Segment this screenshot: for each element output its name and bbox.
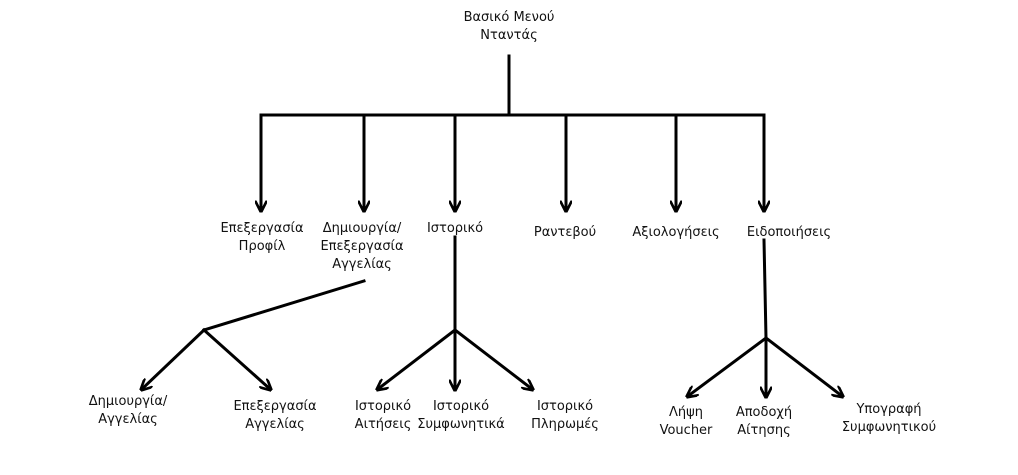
node-notifications-line1: Ειδοποιήσεις bbox=[746, 225, 832, 240]
notifications-branch-line bbox=[762, 238, 768, 340]
node-history-applications: Ιστορικό Αιτήσεις bbox=[355, 398, 412, 434]
arrow-to-ads-edit bbox=[201, 327, 270, 389]
arrow-to-history-applications bbox=[378, 327, 458, 389]
node-reviews-line1: Αξιολογήσεις bbox=[632, 225, 720, 240]
node-notifications: Ειδοποιήσεις bbox=[747, 224, 831, 242]
node-notif-sign: Υπογραφή Συμφωνητικού bbox=[842, 401, 936, 437]
node-profile-line2: Προφίλ bbox=[238, 239, 286, 254]
node-notif-accept: Αποδοχή Αίτησης bbox=[736, 404, 792, 440]
arrow-to-notif-voucher bbox=[688, 335, 769, 396]
node-ads-edit-line2: Αγγελίας bbox=[245, 417, 305, 432]
node-history-contracts-line2: Συμφωνητικά bbox=[417, 417, 505, 432]
node-notif-sign-line1: Υπογραφή bbox=[856, 402, 922, 417]
node-history-payments-line2: Πληρωμές bbox=[531, 417, 599, 432]
node-ads-create: Δημιουργία/ Αγγελίας bbox=[89, 393, 168, 429]
node-history-payments-line1: Ιστορικό bbox=[536, 399, 594, 414]
node-ads-edit-line1: Επεξεργασία bbox=[233, 399, 317, 414]
node-notif-accept-line2: Αίτησης bbox=[737, 423, 791, 438]
node-notif-voucher-line1: Λήψη bbox=[669, 405, 703, 420]
node-history-applications-line2: Αιτήσεις bbox=[354, 417, 412, 432]
node-ads: Δημιουργία/ Επεξεργασία Αγγελίας bbox=[320, 220, 403, 274]
node-history-payments: Ιστορικό Πληρωμές bbox=[531, 398, 599, 434]
node-history-contracts: Ιστορικό Συμφωνητικά bbox=[417, 398, 504, 434]
node-history-contracts-line1: Ιστορικό bbox=[432, 399, 490, 414]
node-ads-create-line1: Δημιουργία/ bbox=[88, 394, 168, 409]
arrow-to-ads-create bbox=[142, 327, 207, 389]
node-history: Ιστορικό bbox=[427, 220, 483, 238]
node-ads-line2: Επεξεργασία bbox=[320, 239, 404, 254]
root-line1: Βασικό Μενού bbox=[463, 10, 555, 25]
arrow-to-history-payments bbox=[452, 327, 532, 389]
node-ads-line1: Δημιουργία/ bbox=[322, 221, 402, 236]
root-node-label: Βασικό Μενού Νταντάς bbox=[464, 9, 555, 45]
ads-branch-line bbox=[202, 279, 366, 332]
node-ads-line3: Αγγελίας bbox=[332, 257, 392, 272]
node-ads-create-line2: Αγγελίας bbox=[98, 412, 158, 427]
node-notif-accept-line1: Αποδοχή bbox=[735, 405, 793, 420]
node-ads-edit: Επεξεργασία Αγγελίας bbox=[233, 398, 316, 434]
node-notif-sign-line2: Συμφωνητικού bbox=[841, 420, 937, 435]
node-reviews: Αξιολογήσεις bbox=[632, 224, 719, 242]
node-profile-line1: Επεξεργασία bbox=[220, 221, 304, 236]
node-history-line1: Ιστορικό bbox=[426, 221, 484, 236]
node-notif-voucher-line2: Voucher bbox=[659, 423, 713, 438]
node-notif-voucher: Λήψη Voucher bbox=[660, 404, 713, 440]
arrow-to-notif-sign bbox=[763, 335, 842, 396]
node-profile: Επεξεργασία Προφίλ bbox=[220, 220, 303, 256]
node-meetings: Ραντεβού bbox=[534, 224, 596, 242]
node-meetings-line1: Ραντεβού bbox=[533, 225, 597, 240]
node-history-applications-line1: Ιστορικό bbox=[354, 399, 412, 414]
root-line2: Νταντάς bbox=[480, 28, 538, 43]
